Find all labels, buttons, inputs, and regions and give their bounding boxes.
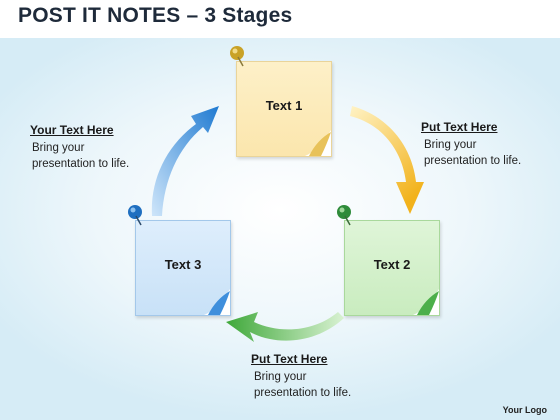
- note-3-curl: [204, 289, 230, 315]
- callout-right-body: Bring your presentation to life.: [424, 137, 521, 169]
- note-1-pin-icon: [230, 46, 244, 67]
- callout-bottom: Put Text Here Bring your presentation to…: [251, 352, 351, 401]
- title-dash: –: [186, 4, 199, 27]
- page-title: POST IT NOTES–3 Stages: [18, 4, 292, 28]
- callout-left-line1: Bring your: [32, 142, 85, 154]
- callout-bottom-line1: Bring your: [254, 371, 307, 383]
- note-2-pin-icon: [337, 205, 351, 226]
- note-2-label: Text 2: [373, 257, 411, 272]
- note-1-label: Text 1: [265, 98, 303, 113]
- callout-bottom-line2: presentation to life.: [254, 387, 352, 399]
- arrow-yellow: [350, 106, 424, 214]
- callout-left-body: Bring your presentation to life.: [32, 140, 129, 172]
- logo-text: Your Logo: [502, 405, 547, 415]
- callout-right-heading: Put Text Here: [421, 120, 498, 134]
- title-subtitle: 3 Stages: [204, 4, 293, 27]
- arrow-blue: [151, 106, 219, 216]
- note-1-curl: [305, 130, 331, 156]
- callout-left-line2: presentation to life.: [32, 158, 130, 170]
- post-it-note-3: Text 3: [135, 220, 231, 316]
- callout-right: Put Text Here Bring your presentation to…: [421, 120, 521, 169]
- callout-right-line2: presentation to life.: [424, 155, 522, 167]
- post-it-note-2: Text 2: [344, 220, 440, 316]
- callout-bottom-body: Bring your presentation to life.: [254, 369, 351, 401]
- callout-left-heading: Your Text Here: [30, 123, 114, 137]
- note-3-label: Text 3: [164, 257, 202, 272]
- callout-left: Your Text Here Bring your presentation t…: [30, 123, 129, 172]
- post-it-note-1: Text 1: [236, 61, 332, 157]
- title-main: POST IT NOTES: [18, 4, 181, 27]
- callout-bottom-heading: Put Text Here: [251, 352, 328, 366]
- arrow-green: [226, 312, 344, 342]
- note-3-pin-icon: [128, 205, 142, 226]
- callout-right-line1: Bring your: [424, 139, 477, 151]
- note-2-curl: [413, 289, 439, 315]
